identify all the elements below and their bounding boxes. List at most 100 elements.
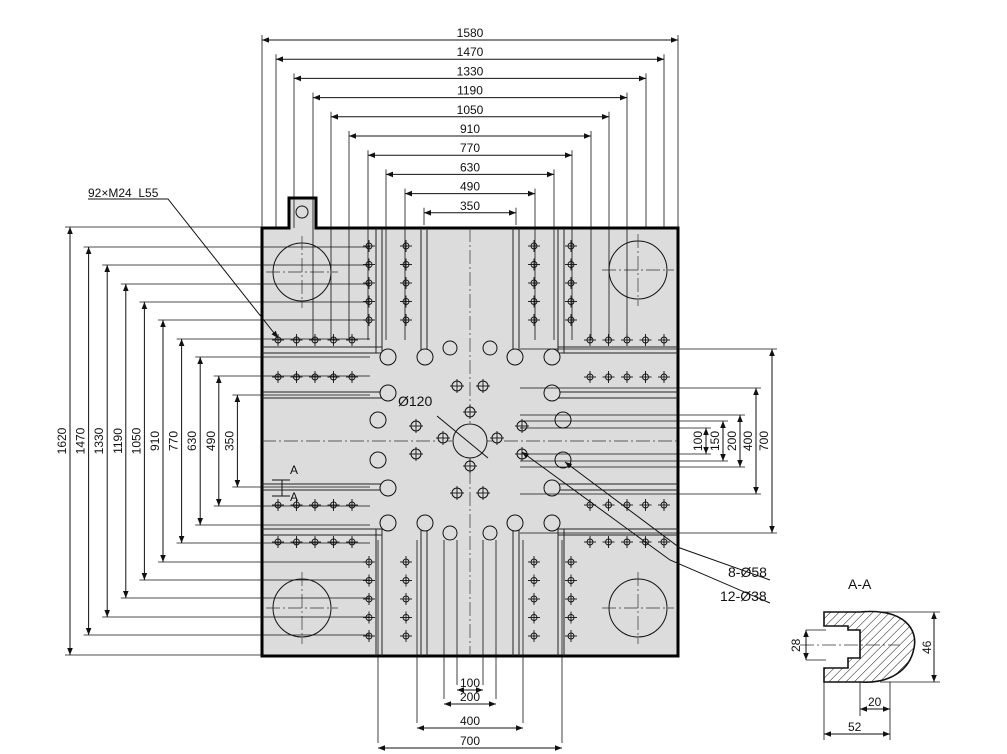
left-dim-490-label: 490 [204,431,218,451]
thread-hole [400,593,412,605]
thread-hole [639,334,652,346]
right-dim-700: 700 [520,348,777,534]
left-dim-1190: 1190 [111,283,370,599]
thread-hole [363,277,375,289]
thread-hole [327,334,340,346]
left-dim-1470: 1470 [74,246,370,636]
thread-hole [400,314,412,326]
holes-58 [369,340,572,541]
thread-hole [363,611,375,624]
thread-hole [528,314,540,326]
section-marker: A A [272,463,298,504]
right-dim-100: 100 [520,427,711,455]
top-dim-770-label: 770 [460,141,480,155]
left-dim-1620: 1620 [55,226,262,656]
left-dim-1470-label: 1470 [74,427,88,454]
thread-hole [565,593,577,605]
left-dim-630-label: 630 [185,431,199,451]
thread-hole [290,536,303,548]
section-aa: A-A 28 46 20 52 [789,576,940,740]
thread-hole [400,611,412,624]
section-marker-label-top: A [290,463,298,477]
hole-58 [554,411,572,429]
right-dim-700-label: 700 [757,431,771,451]
thread-hole [363,593,375,605]
left-dim-350: 350 [222,394,370,488]
thread-hole [528,240,540,252]
top-dim-630: 630 [385,160,555,340]
thread-hole [346,499,358,511]
bottom-dim-400-label: 400 [460,714,480,728]
center-bore-label: Ø120 [398,393,432,409]
holes-38 [409,379,529,500]
thread-hole [639,499,652,511]
thread-hole [363,574,375,587]
thread-hole [528,611,540,624]
thread-hole [584,334,596,346]
thread-hole [602,499,615,511]
tab-hole [295,205,309,219]
top-dim-350: 350 [423,199,517,225]
section-title: A-A [848,576,872,592]
hole-58 [369,411,387,429]
thread-hole [272,536,284,548]
hole-58 [506,514,524,532]
thread-hole [621,371,633,383]
hole-58 [379,514,397,532]
left-dim-1330-label: 1330 [92,427,106,454]
tie-bar-holes [266,205,674,644]
center-bore-leader [436,415,489,459]
bottom-dim-100: 100 [456,540,484,693]
top-dim-1470-label: 1470 [457,45,484,59]
holes-38-leader [521,451,771,604]
hole-58 [442,340,458,356]
section-marker-label-bottom: A [290,490,298,504]
thread-hole [584,536,596,548]
left-dim-770: 770 [167,338,370,544]
left-dim-1330: 1330 [92,264,370,618]
holes-58-label: 8-Ø58 [728,564,767,580]
right-dim-150-label: 150 [708,431,722,451]
thread-callout-leader [88,198,279,339]
thread-hole [565,295,577,308]
holes-58-leader [564,461,771,581]
thread-hole [327,536,340,548]
section-dim-46: 46 [920,640,934,654]
thread-hole [528,277,540,289]
top-dim-350-label: 350 [460,199,480,213]
left-dim-1190-label: 1190 [111,428,125,454]
top-dim-910-label: 910 [460,122,480,136]
thread-hole [346,334,358,346]
top-dim-490: 490 [404,180,536,340]
thread-hole [400,277,412,289]
top-dim-490-label: 490 [460,180,480,194]
thread-hole [309,334,321,346]
top-dim-770: 770 [367,141,573,340]
hole-58 [379,348,397,366]
left-dim-770-label: 770 [167,431,181,451]
thread-hole [565,574,577,587]
thread-hole [309,499,321,511]
hole-58 [379,384,397,402]
left-dim-630: 630 [185,356,370,526]
thread-hole [400,556,412,568]
right-dim-100-label: 100 [691,431,705,451]
thread-hole [658,334,670,346]
left-dim-1050-label: 1050 [129,427,143,454]
thread-hole [565,630,577,642]
left-dim-1620-label: 1620 [55,427,69,454]
thread-hole [400,295,412,308]
top-dim-1470: 1470 [275,45,665,228]
thread-hole [290,371,303,383]
thread-hole [528,630,540,642]
bottom-dim-200-label: 200 [460,690,480,704]
thread-hole [528,574,540,587]
thread-hole [565,611,577,624]
hole-58 [442,525,458,541]
bottom-dim-700-label: 700 [460,734,480,748]
hole-58 [416,514,434,532]
thread-hole [565,556,577,568]
